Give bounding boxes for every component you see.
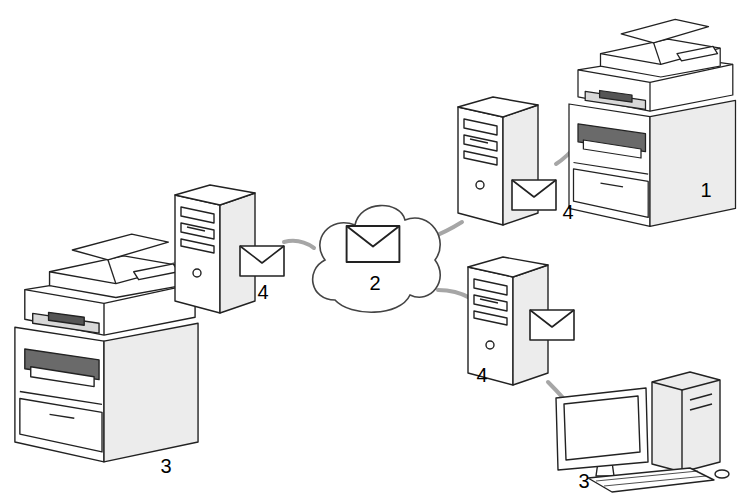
computer-illustration (556, 372, 729, 492)
computer-tower (652, 380, 720, 390)
callout-number: 4 (476, 365, 487, 385)
printer-illustration (15, 234, 198, 462)
computer-tower (690, 394, 712, 400)
email-envelope (240, 246, 284, 276)
keyboard (588, 468, 714, 492)
network-link (284, 241, 314, 248)
computer-monitor (556, 388, 648, 470)
callout-number: 4 (257, 282, 268, 302)
callout-number: 1 (700, 180, 711, 200)
email-envelope (530, 310, 574, 340)
callout-number: 3 (578, 471, 589, 491)
cloud-outline (313, 206, 441, 313)
printer-illustration (569, 19, 736, 226)
cloud-outline (305, 195, 445, 320)
keyboard (596, 471, 706, 486)
monitor-screen (564, 396, 640, 460)
computer-tower (681, 390, 682, 472)
callout-number: 4 (562, 202, 573, 222)
computer-tower (690, 404, 712, 410)
callout-number: 3 (160, 456, 171, 476)
callout-number: 2 (305, 273, 445, 293)
computer-tower (652, 372, 720, 472)
network-link (438, 290, 470, 298)
network-cloud: 2 (305, 195, 445, 320)
email-envelope (512, 180, 556, 210)
email-envelope (347, 226, 400, 262)
computer-mouse (715, 470, 729, 478)
